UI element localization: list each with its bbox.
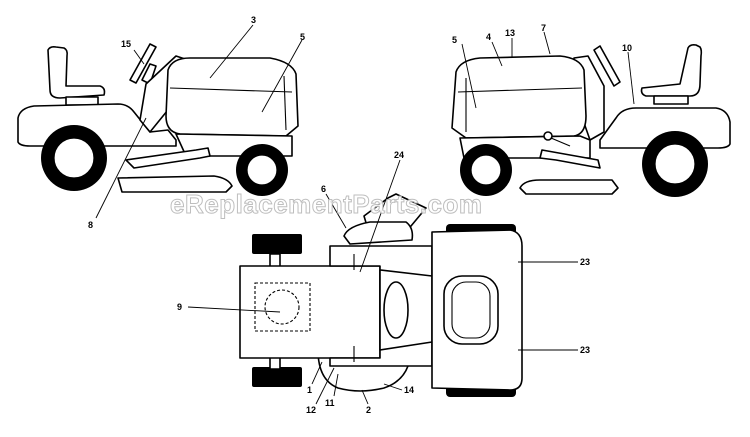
hood-grille-line (283, 75, 287, 131)
callout-24: 24 (394, 150, 404, 160)
callout-labels: 3 5 15 8 5 4 13 7 10 24 6 9 23 23 1 12 1… (88, 15, 632, 415)
lift-arm (539, 149, 601, 169)
callout-14: 14 (404, 385, 414, 395)
callout-12: 12 (306, 405, 316, 415)
leader-5-right (461, 43, 477, 109)
callout-2: 2 (366, 405, 371, 415)
hood-line (457, 87, 583, 93)
callout-23-top: 23 (580, 257, 590, 267)
hood-top (239, 265, 381, 359)
leader-2 (361, 389, 369, 405)
mower-deck (519, 179, 619, 195)
callout-15: 15 (121, 39, 131, 49)
top-view (239, 193, 523, 397)
seat (47, 46, 106, 99)
lift-lever (550, 137, 571, 147)
callout-7: 7 (541, 23, 546, 33)
leader-5-left (261, 39, 303, 113)
steering-hub (383, 281, 409, 339)
leader-9 (187, 306, 281, 313)
rear-wheel-hub (654, 143, 696, 185)
leader-24 (359, 159, 401, 273)
callout-10: 10 (622, 43, 632, 53)
hood (165, 57, 299, 137)
callout-9: 9 (177, 302, 182, 312)
leader-6 (325, 193, 347, 229)
hood-line (169, 87, 293, 93)
callout-1: 1 (307, 385, 312, 395)
leader-11 (333, 373, 339, 397)
seat-cushion (451, 281, 491, 339)
callout-4: 4 (486, 32, 491, 42)
engine-circle (264, 289, 300, 325)
callout-6: 6 (321, 184, 326, 194)
leader-4 (491, 41, 503, 67)
front-wheel-hub (470, 154, 502, 186)
hood (451, 55, 587, 139)
dash-top (343, 221, 414, 245)
right-side-tractor-view (451, 44, 731, 197)
rear-fender (599, 107, 731, 149)
watermark: eReplacementParts.com (170, 189, 483, 219)
callout-5-left: 5 (300, 32, 305, 42)
rear-wheel-hub (53, 137, 95, 179)
lift-lever-knob (543, 131, 553, 141)
leader-8 (95, 117, 147, 219)
leader-lines (95, 24, 635, 405)
left-side-tractor-view (17, 43, 299, 196)
callout-8: 8 (88, 220, 93, 230)
callout-23-bottom: 23 (580, 345, 590, 355)
leader-1 (311, 361, 323, 385)
callout-5-right: 5 (452, 35, 457, 45)
front-right-wheel (252, 367, 302, 387)
leader-3 (209, 24, 254, 79)
leader-14 (383, 383, 403, 391)
seat (640, 44, 703, 97)
steering-wheel (593, 45, 621, 87)
mower-deck (117, 175, 233, 193)
front-left-wheel (252, 234, 302, 254)
leader-10 (627, 51, 635, 105)
engine-outline (254, 282, 311, 332)
lift-arm (125, 147, 211, 169)
callout-13: 13 (505, 28, 515, 38)
seat-pedestal (653, 95, 689, 105)
callout-11: 11 (325, 398, 335, 408)
seat-top (443, 275, 499, 345)
steering-wheel (129, 43, 157, 84)
callout-3: 3 (251, 15, 256, 25)
leader-15 (133, 49, 145, 65)
leader-12 (315, 367, 335, 405)
front-wheel-hub (246, 154, 278, 186)
leader-7 (543, 31, 551, 55)
